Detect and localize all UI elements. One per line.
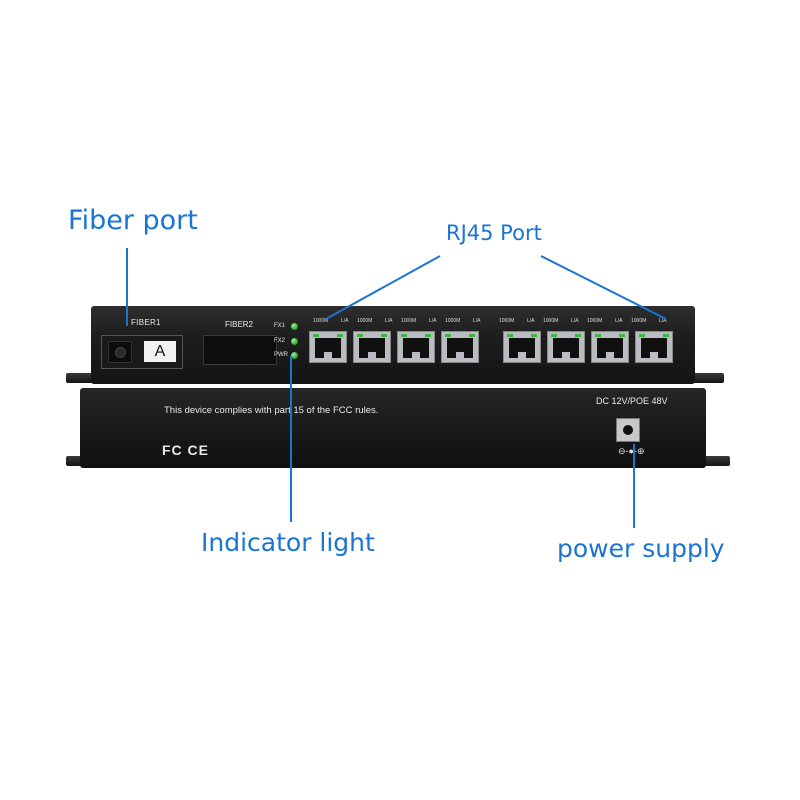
port-speed-label: 1000M [401,318,417,324]
rear-panel [80,388,706,468]
indicator-label-fx1: FX1 [274,323,286,329]
rj45-port-2 [353,331,391,363]
port-speed-label: 1000M [499,318,515,324]
pwr-led-icon [291,352,298,359]
indicator-label-fx2: FX2 [274,338,286,344]
port-link-label: L/A [527,318,535,324]
callout-indicator-light: Indicator light [201,528,375,557]
fiber2-label: FIBER2 [225,320,254,329]
callout-fiber-port: Fiber port [68,205,198,236]
port-link-label: L/A [571,318,579,324]
rj45-port-8 [635,331,673,363]
port-speed-label: 1000M [587,318,603,324]
rj45-port-5 [503,331,541,363]
port-speed-label: 1000M [313,318,329,324]
rj45-leader-left [325,255,441,320]
port-speed-label: 1000M [543,318,559,324]
dc-power-jack [616,418,640,442]
rj45-port-1 [309,331,347,363]
port-link-label: L/A [473,318,481,324]
port-speed-label: 1000M [445,318,461,324]
rj45-port-7 [591,331,629,363]
rj45-port-3 [397,331,435,363]
indicator-label-pwr: PWR [274,352,288,358]
mounting-foot [700,456,730,466]
port-link-label: L/A [429,318,437,324]
rj45-port-4 [441,331,479,363]
power-label: DC 12V/POE 48V [596,396,668,406]
fx2-led-icon [291,338,298,345]
port-link-label: L/A [341,318,349,324]
callout-rj45-port: RJ45 Port [446,221,542,245]
fx1-led-icon [291,323,298,330]
fcc-compliance-text: This device complies with part 15 of the… [164,405,379,416]
fiber1-tag: A [144,341,176,362]
sc-connector-hole [108,341,132,363]
port-speed-label: 1000M [631,318,647,324]
port-speed-label: 1000M [357,318,373,324]
fiber1-sc-port: A [101,335,183,369]
port-link-label: L/A [615,318,623,324]
certification-marks: FC CE [162,442,209,458]
fiber2-sfp-slot [203,335,277,365]
polarity-symbol: ⊖-●-⊕ [618,446,645,456]
mounting-foot [66,373,96,383]
port-link-label: L/A [385,318,393,324]
port-link-label: L/A [659,318,667,324]
fiber1-label: FIBER1 [131,318,161,327]
rj45-port-6 [547,331,585,363]
mounting-foot [690,373,724,383]
callout-power-supply: power supply [557,534,725,563]
rj45-leader-right [540,255,667,320]
